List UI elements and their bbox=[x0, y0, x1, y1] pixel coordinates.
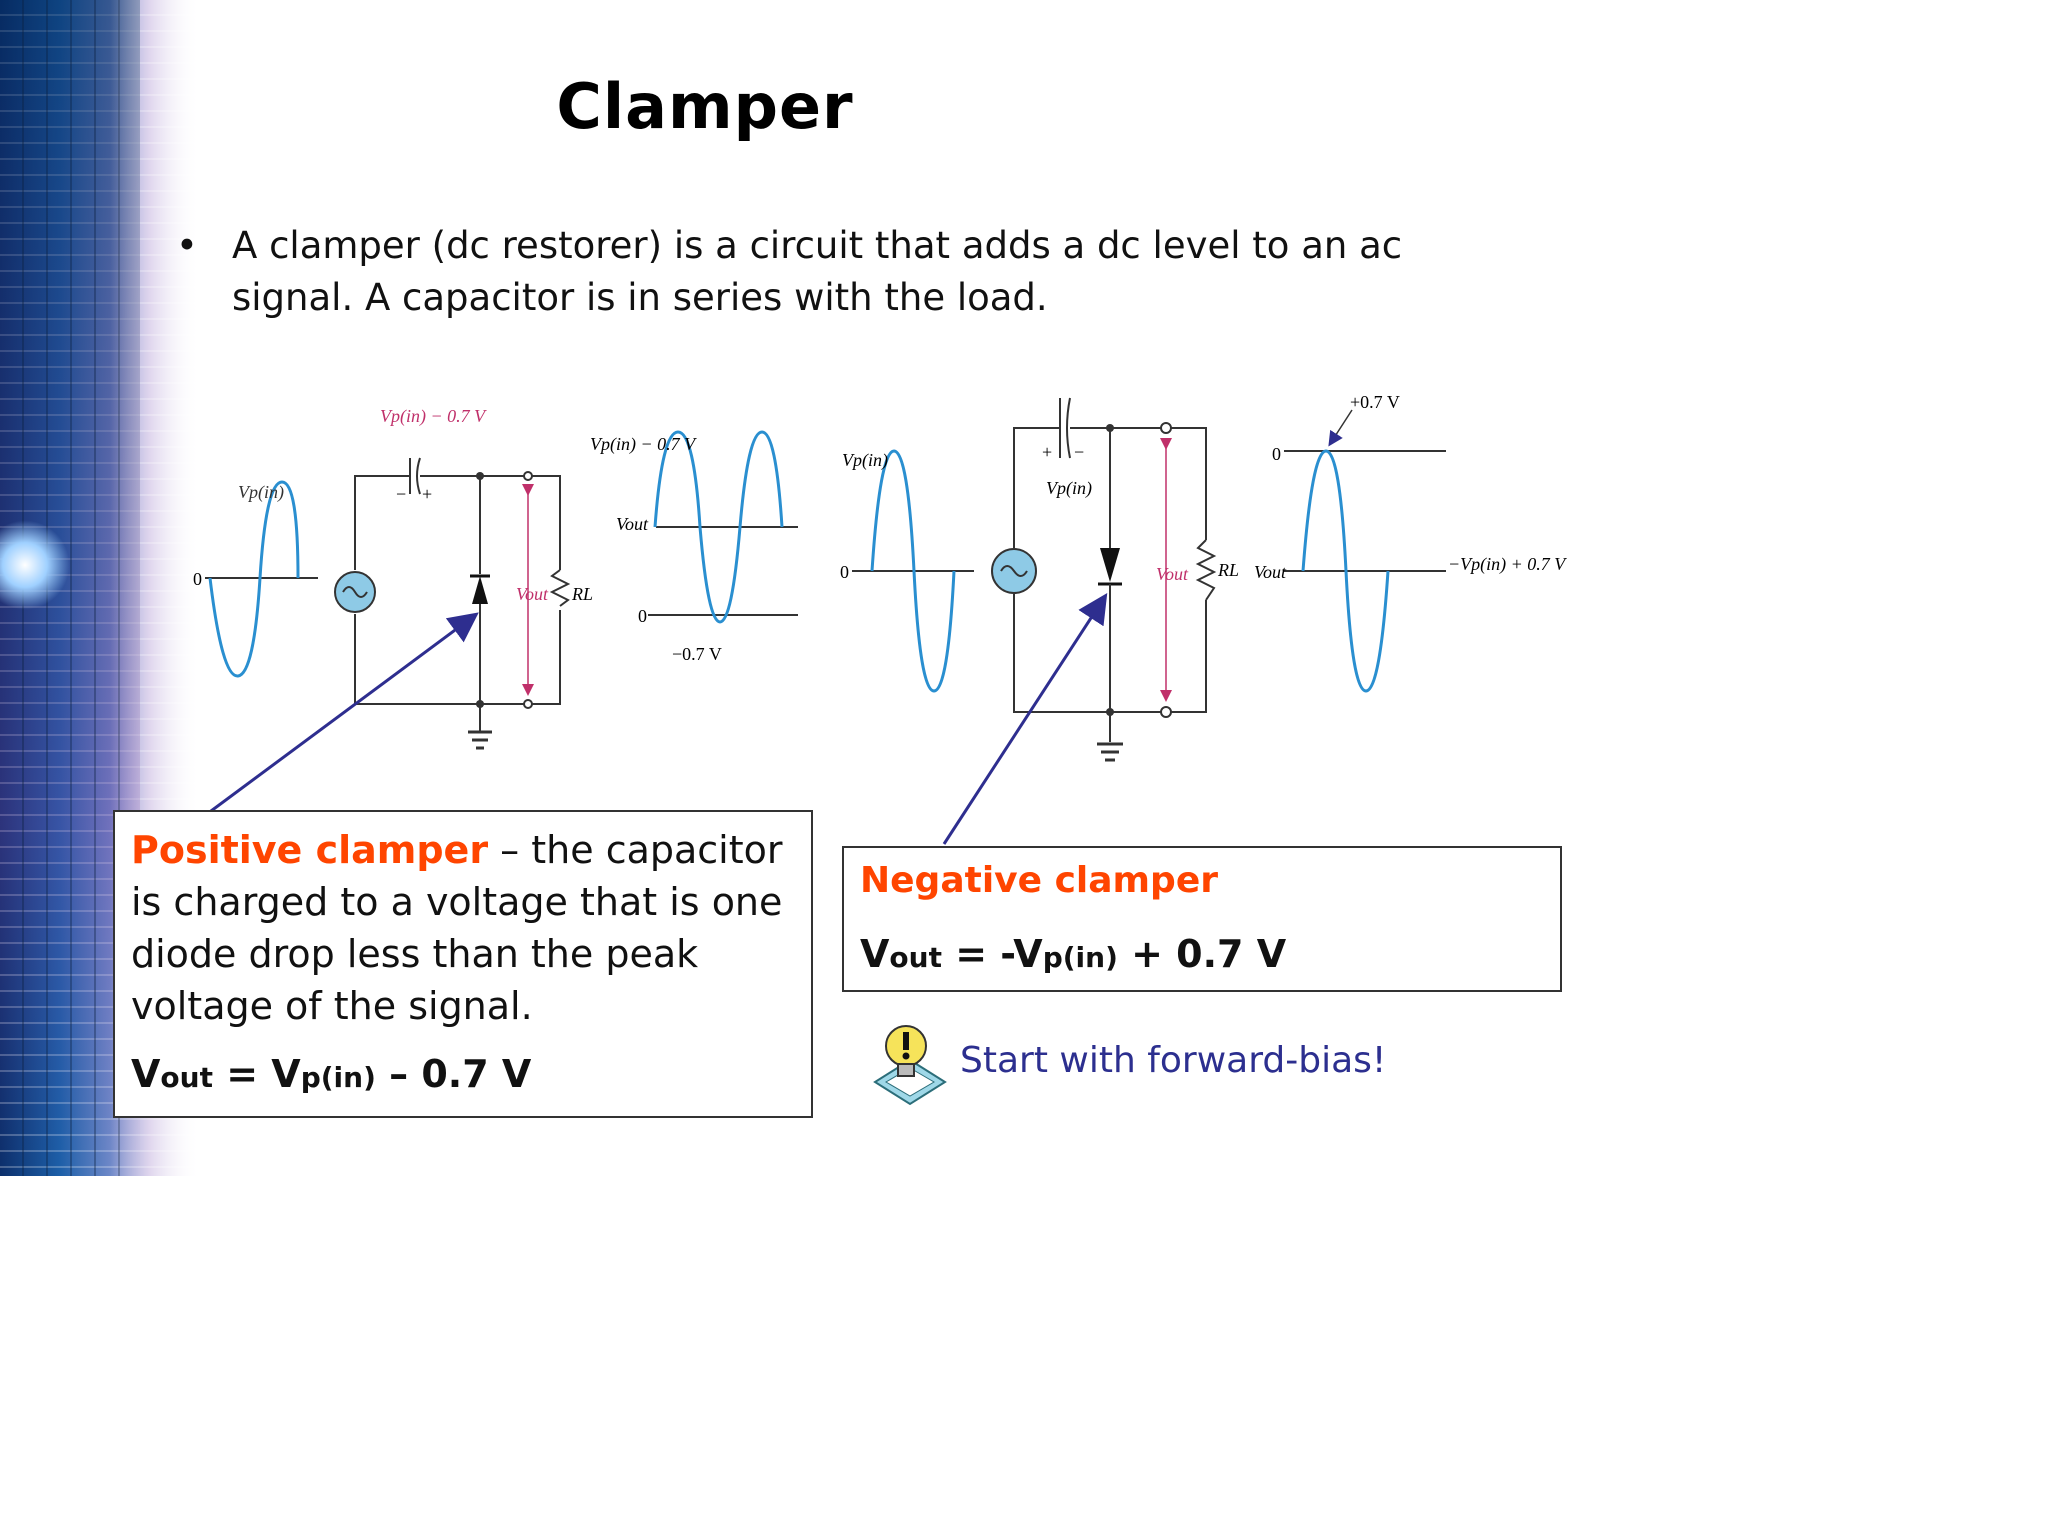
positive-clamper-box: Positive clamper – the capacitor is char… bbox=[113, 810, 813, 1118]
diode-icon-2 bbox=[1100, 548, 1120, 582]
vout-label-2: Vout bbox=[1156, 564, 1189, 584]
zero-label: 0 bbox=[193, 569, 202, 589]
zero-label-3: 0 bbox=[840, 562, 849, 582]
bullet-text: A clamper (dc restorer) is a circuit tha… bbox=[232, 224, 1403, 319]
bullet-dot: • bbox=[176, 224, 198, 267]
zero-label-2: 0 bbox=[638, 606, 647, 626]
output-peak-label: Vp(in) − 0.7 V bbox=[590, 434, 697, 455]
capacitor-voltage-label-2: Vp(in) bbox=[1046, 478, 1092, 499]
positive-clamper-description: the capacitor is charged to a voltage th… bbox=[131, 828, 783, 1028]
light-glow bbox=[0, 520, 70, 610]
ground-icon bbox=[468, 730, 492, 750]
negative-clamper-heading: Negative clamper bbox=[860, 860, 1218, 901]
lightbulb-warning-icon bbox=[873, 1025, 947, 1106]
formula-out-2: out bbox=[889, 941, 942, 974]
positive-clamper-text: Positive clamper – the capacitor is char… bbox=[131, 824, 801, 1032]
ground-icon-2 bbox=[1097, 742, 1123, 762]
slide-title: Clamper bbox=[556, 70, 854, 143]
positive-input-waveform: 0 Vp(in) bbox=[193, 480, 318, 678]
formula-eq: = V bbox=[212, 1052, 301, 1096]
formula-v: V bbox=[131, 1052, 161, 1096]
negative-clamper-formula: Vout = -Vp(in) + 0.7 V bbox=[860, 932, 1286, 976]
negative-input-waveform: 0 Vp(in) bbox=[840, 449, 974, 693]
clamper-circuit-diagrams: 0 Vp(in) Vp(in) − 0.7 V − + Vout RL bbox=[179, 392, 1567, 845]
vout-wave-label-2: Vout bbox=[1254, 562, 1287, 582]
vout-label: Vout bbox=[516, 584, 549, 604]
positive-clamper-formula: Vout = Vp(in) – 0.7 V bbox=[131, 1052, 531, 1096]
bullet-point: • A clamper (dc restorer) is a circuit t… bbox=[176, 220, 1496, 324]
formula-pin: p(in) bbox=[300, 1061, 376, 1094]
positive-callout-arrow bbox=[179, 612, 479, 836]
negative-clamper-box: Negative clamper Vout = -Vp(in) + 0.7 V bbox=[842, 846, 1562, 992]
diode-icon bbox=[472, 576, 488, 604]
minus-07-label: −0.7 V bbox=[672, 644, 722, 664]
vout-wave-label: Vout bbox=[616, 514, 649, 534]
negative-output-waveform: +0.7 V 0 Vout −Vp(in) + 0.7 V bbox=[1254, 392, 1567, 693]
neg-level-label: −Vp(in) + 0.7 V bbox=[1448, 554, 1567, 575]
capacitor-plus-2: + bbox=[1042, 442, 1052, 462]
capacitor-minus: − bbox=[396, 484, 406, 504]
plus-07-label: +0.7 V bbox=[1350, 392, 1400, 412]
zero-label-4: 0 bbox=[1272, 444, 1281, 464]
negative-callout-arrow bbox=[942, 592, 1108, 845]
vp-in-label-2: Vp(in) bbox=[842, 450, 888, 471]
resistor-icon-2 bbox=[1195, 539, 1217, 601]
capacitor-minus-2: − bbox=[1074, 442, 1084, 462]
formula-v-2: V bbox=[860, 932, 890, 976]
positive-clamper-heading: Positive clamper bbox=[131, 828, 489, 872]
capacitor-plus: + bbox=[422, 484, 432, 504]
formula-out: out bbox=[160, 1061, 213, 1094]
separator: – bbox=[488, 828, 532, 872]
tip-text: Start with forward-bias! bbox=[960, 1040, 1387, 1081]
formula-eq-2: = -V bbox=[941, 932, 1043, 976]
capacitor-voltage-label: Vp(in) − 0.7 V bbox=[380, 406, 487, 427]
formula-pin-2: p(in) bbox=[1042, 941, 1118, 974]
resistor-icon bbox=[549, 569, 571, 607]
formula-rest-2: + 0.7 V bbox=[1117, 932, 1287, 976]
positive-clamper-circuit: Vp(in) − 0.7 V − + Vout RL bbox=[334, 406, 593, 750]
formula-rest: – 0.7 V bbox=[375, 1052, 532, 1096]
rl-label-2: RL bbox=[1217, 560, 1239, 580]
positive-output-waveform: Vp(in) − 0.7 V Vout 0 −0.7 V bbox=[590, 430, 798, 664]
vp-in-label: Vp(in) bbox=[238, 482, 284, 503]
rl-label: RL bbox=[571, 584, 593, 604]
negative-clamper-circuit: + − Vp(in) Vout RL bbox=[991, 397, 1239, 762]
